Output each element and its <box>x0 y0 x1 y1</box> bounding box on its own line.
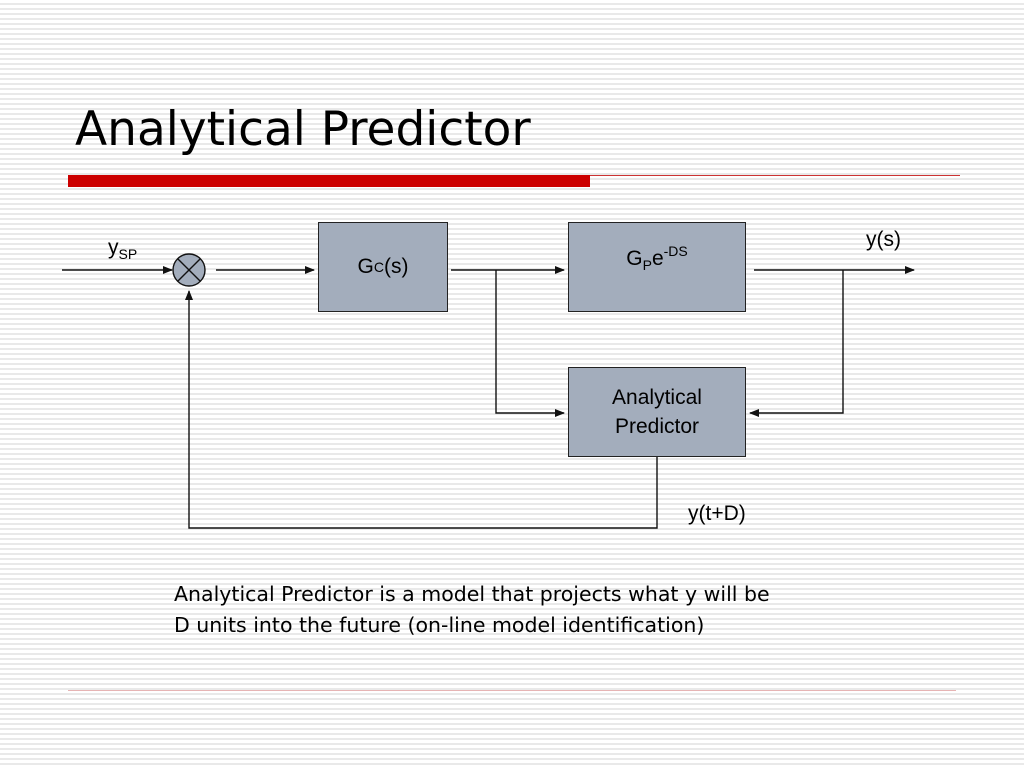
caption-line-1: Analytical Predictor is a model that pro… <box>174 582 770 606</box>
controller-argument: (s) <box>383 255 409 278</box>
process-symbol: G <box>626 247 643 270</box>
process-delay-exponent: -DS <box>663 243 688 259</box>
title-rule-accent <box>68 175 590 187</box>
measured-output-feedback-wire <box>749 270 844 417</box>
process-exponential: e <box>651 247 664 270</box>
controller-subscript: C <box>373 259 384 275</box>
controller-symbol: G <box>357 255 374 278</box>
setpoint-subscript: SP <box>118 246 138 262</box>
predictor-label-line1: Analytical <box>612 385 702 409</box>
predictor-input-wire <box>495 270 565 417</box>
setpoint-label: ySP <box>108 236 137 262</box>
caption-line-2: D units into the future (on-line model i… <box>174 613 705 637</box>
process-block: GPe-DS <box>568 222 746 312</box>
predictor-label-line2: Predictor <box>614 415 700 438</box>
setpoint-symbol: y <box>108 236 119 259</box>
prediction-label: y(t+D) <box>688 502 746 525</box>
prediction-feedback-wire <box>185 290 658 529</box>
output-label: y(s) <box>866 228 901 251</box>
slide-title: Analytical Predictor <box>75 102 531 157</box>
footer-rule <box>68 690 956 691</box>
summing-junction <box>172 253 206 287</box>
predictor-block: Analytical Predictor <box>568 367 746 457</box>
title-rule-line <box>590 175 960 176</box>
summing-junction-cross-b <box>177 258 201 282</box>
caption-text: Analytical Predictor is a model that pro… <box>174 579 954 641</box>
process-subscript: P <box>642 257 652 273</box>
